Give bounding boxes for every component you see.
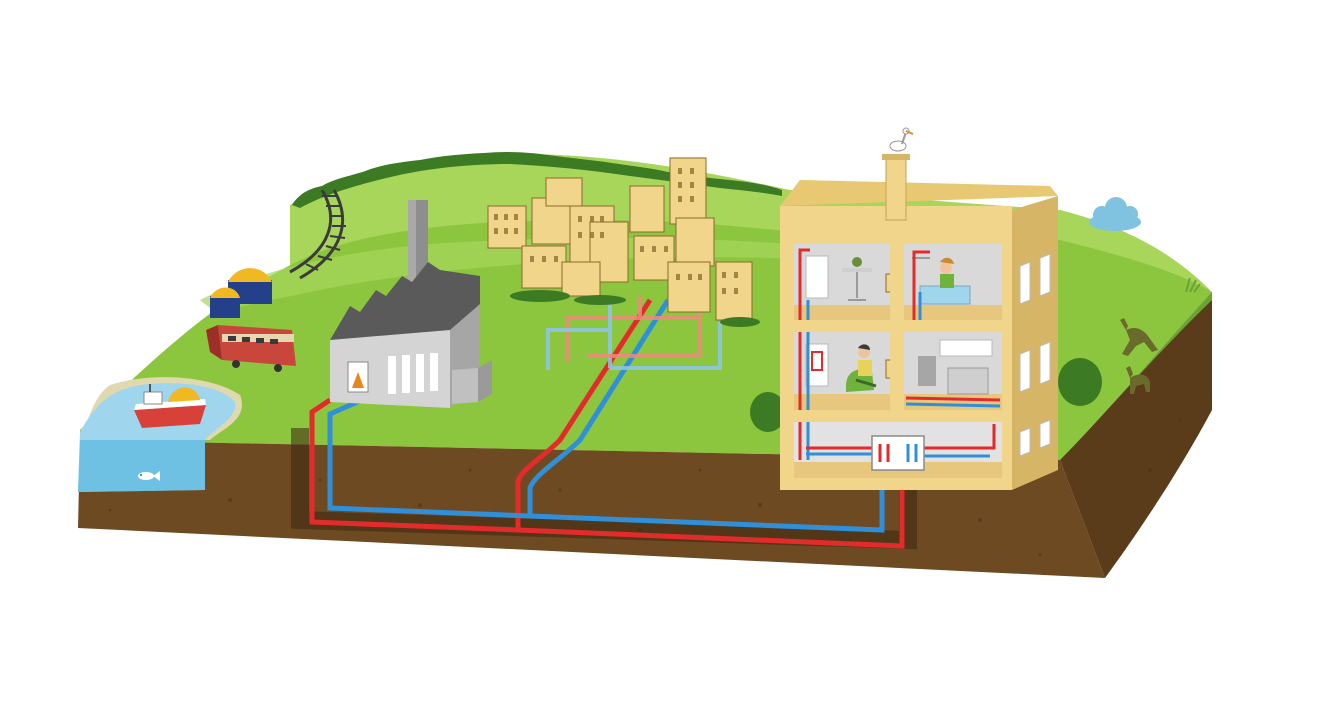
house-bush-right [1058,358,1102,406]
kitchen [918,339,993,395]
soil-side [1060,300,1212,578]
deer [1120,318,1158,394]
house-pipes [798,248,1001,460]
stork [889,127,914,152]
table-lamp [842,257,872,301]
tree-line [292,151,782,208]
soil-texture [108,418,1182,557]
house-chimney [885,157,907,221]
cloud [1089,197,1141,231]
radiators [805,255,829,387]
supply-pipe [309,298,653,533]
town-windows [494,168,738,294]
side-windows [1019,253,1051,457]
grass-tuft [1185,277,1201,293]
coal-wagon [210,268,272,318]
person-reading [846,344,877,392]
cargo-ship [134,384,206,428]
town-bushes [510,290,760,327]
heat-exchanger [871,435,925,471]
power-plant [330,200,492,408]
railway-track [289,189,346,280]
house-bush-left [750,392,786,432]
town-buildings [487,157,760,327]
person-bathing [912,257,971,305]
apartment-house [750,127,1102,490]
return-pipe [327,298,671,519]
fish [138,471,160,481]
locomotive [206,325,296,372]
